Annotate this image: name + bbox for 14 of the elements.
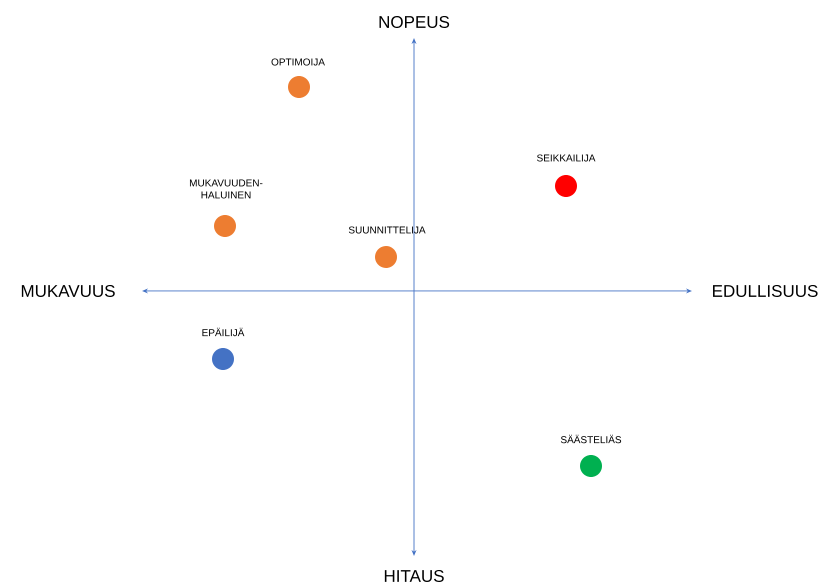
axis-label: EDULLISUUS (713, 284, 818, 297)
node-label: MUKAVUUDEN-HALUINEN (190, 179, 262, 198)
data-point: EPÄILIJÄ (202, 328, 244, 370)
axis-label: HITAUS (384, 570, 444, 582)
data-point: SEIKKAILIJA (537, 154, 596, 197)
node-label: EPÄILIJÄ (202, 328, 244, 336)
data-point: SÄÄSTELIÄS (560, 434, 622, 477)
node-label: SEIKKAILIJA (537, 154, 596, 162)
data-point: OPTIMOIJA (272, 58, 325, 98)
axis-label: NOPEUS (380, 16, 450, 28)
node-label: SÄÄSTELIÄS (560, 434, 622, 444)
data-point: MUKAVUUDEN-HALUINEN (190, 180, 262, 237)
axis-label: MUKAVUUS (22, 284, 115, 297)
node-label: OPTIMOIJA (272, 58, 325, 66)
